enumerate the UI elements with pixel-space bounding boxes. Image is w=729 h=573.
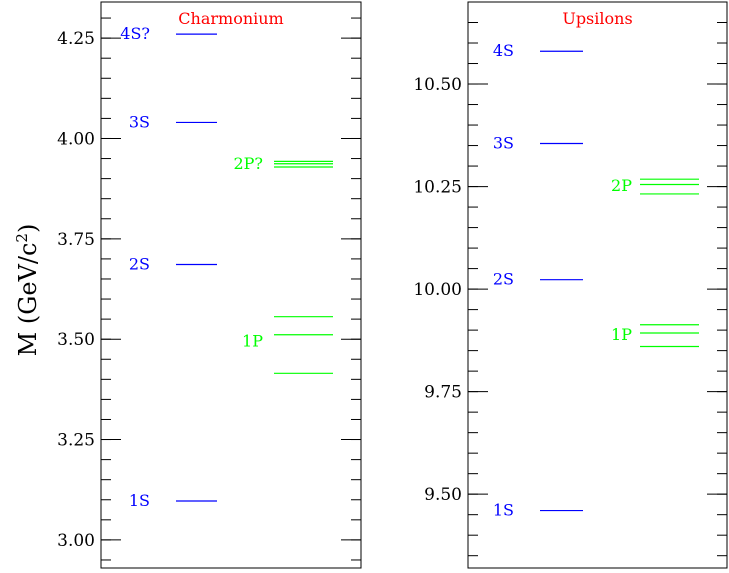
upsilons-level-label: 4S [493, 41, 514, 60]
charmonium-y-tick-label: 3.75 [57, 230, 95, 250]
upsilons-y-tick-label: 10.00 [413, 280, 462, 300]
upsilons-plot-frame [467, 1, 728, 569]
charmonium-level-label: 4S? [120, 24, 150, 43]
charmonium-level-label: 1S [129, 491, 150, 510]
upsilons-y-tick-label: 9.50 [424, 485, 462, 505]
upsilons-level-label: 1S [493, 501, 514, 520]
upsilons-level-label: 1P [611, 325, 632, 344]
charmonium-level-label: 2P? [233, 154, 263, 173]
upsilons-level-label: 3S [493, 134, 514, 153]
upsilons-panel: 9.50 9.75 10.00 10.25 10.50 Upsilons 1S 2S 3S 4S 1… [413, 1, 728, 569]
charmonium-panel: 3.00 3.25 3.50 3.75 4.00 4.25 Charmonium 1S 2S 3S… [57, 1, 362, 569]
upsilons-y-tick-label: 10.50 [413, 75, 462, 95]
y-axis-label-main: M (GeV/c [14, 243, 42, 357]
y-axis-label-superscript: 2 [13, 233, 31, 243]
y-axis-label-close: ) [14, 224, 42, 233]
charmonium-level-label: 2S [129, 255, 150, 274]
charmonium-y-tick-label: 3.25 [57, 431, 95, 451]
charmonium-panel-title: Charmonium [178, 9, 283, 28]
charmonium-y-tick-label: 3.50 [57, 330, 95, 350]
charmonium-level-label: 1P [242, 332, 263, 351]
charmonium-y-tick-label: 4.25 [57, 29, 95, 49]
charmonium-plot-frame [100, 1, 362, 569]
charmonium-y-tick-label: 3.00 [57, 531, 95, 551]
upsilons-y-tick-label: 9.75 [424, 383, 462, 403]
y-axis-label: M (GeV/c2) [13, 224, 42, 357]
charmonium-y-tick-label: 4.00 [57, 129, 95, 149]
upsilons-y-tick-label: 10.25 [413, 178, 462, 198]
upsilons-panel-title: Upsilons [562, 9, 632, 28]
upsilons-level-label: 2S [493, 270, 514, 289]
charmonium-level-label: 3S [129, 112, 150, 131]
upsilons-level-label: 2P [611, 176, 632, 195]
